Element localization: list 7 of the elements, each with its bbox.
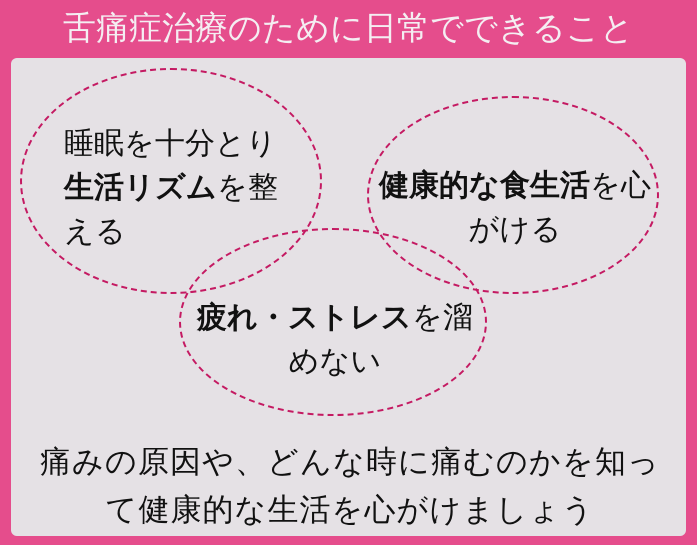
ellipse-text: 睡眠を十分とり生活リズムを整える <box>64 125 279 251</box>
ellipse-text: 疲れ・ストレスを溜めない <box>196 299 474 381</box>
ellipse-outline <box>367 96 659 294</box>
caption: 痛みの原因や、どんな時に痛むのかを知って健康的な生活を心がけましょう <box>40 443 660 530</box>
ellipse-outline <box>20 68 322 294</box>
ellipse-text: 健康的な食生活を心がける <box>379 167 651 249</box>
title: 舌痛症治療のために日常でできること <box>62 7 635 49</box>
